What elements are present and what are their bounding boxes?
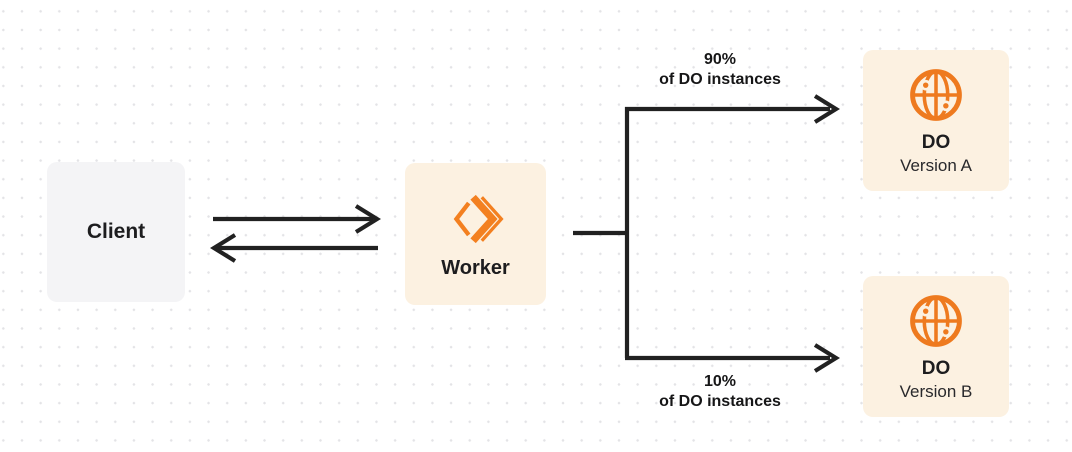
edge-label-90-line1: 90%	[703, 51, 737, 68]
globe-icon	[910, 69, 962, 121]
do-version-b-subtitle: Version B	[899, 382, 973, 401]
do-version-a-node: DO Version A	[863, 50, 1009, 191]
do-version-a-title: DO	[921, 132, 951, 153]
do-version-b-node: DO Version B	[863, 276, 1009, 417]
workers-icon	[453, 194, 504, 244]
worker-node-label: Worker	[441, 257, 510, 279]
edge-label-90-line2: of DO instances	[659, 71, 781, 88]
arrow-to-do-version-a	[625, 94, 840, 124]
arrow-worker-to-client	[210, 233, 378, 263]
arrow-to-do-version-b	[625, 343, 840, 373]
client-node-label: Client	[86, 220, 146, 243]
globe-icon	[910, 295, 962, 347]
worker-node: Worker	[405, 163, 546, 305]
edge-label-90-percent: 90% of DO instances	[620, 50, 820, 90]
do-version-b-title: DO	[921, 358, 951, 379]
edge-label-10-line2: of DO instances	[659, 393, 781, 410]
do-version-a-subtitle: Version A	[900, 156, 972, 175]
arrow-client-to-worker	[213, 204, 381, 234]
edge-label-10-percent: 10% of DO instances	[620, 372, 820, 412]
client-node: Client	[47, 162, 185, 302]
edge-label-10-line1: 10%	[703, 373, 737, 390]
